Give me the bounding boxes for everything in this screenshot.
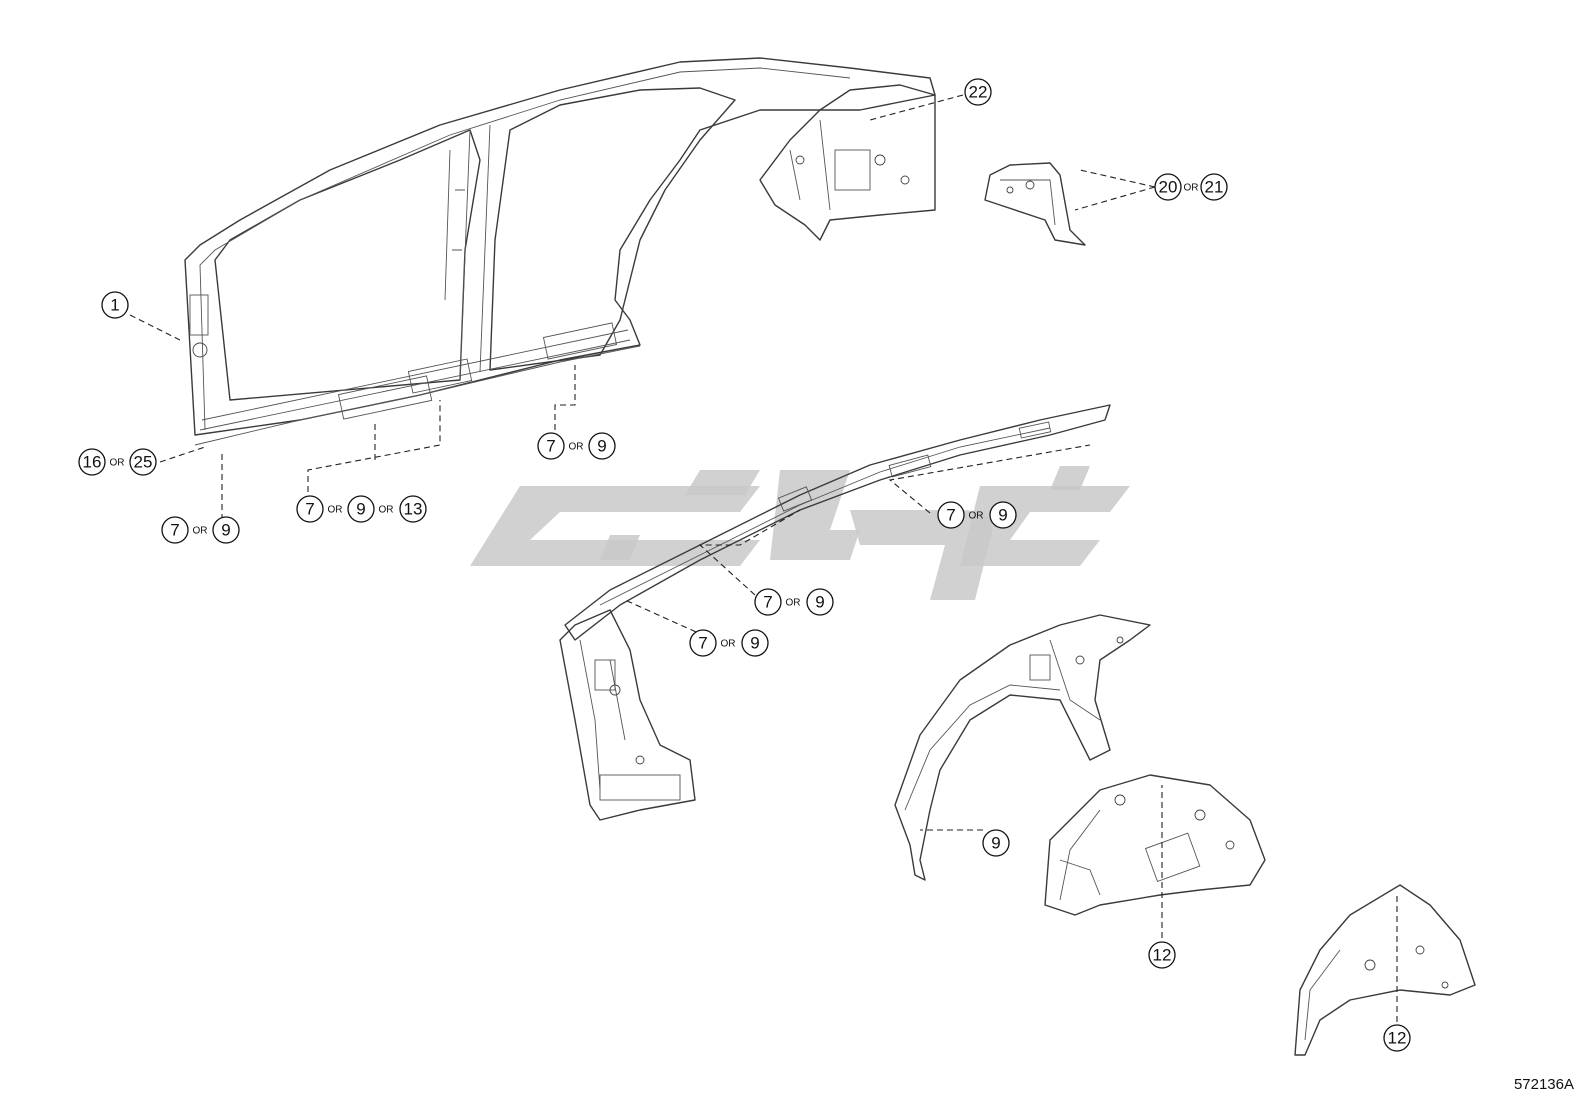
svg-text:22: 22 <box>969 83 988 102</box>
svg-text:9: 9 <box>991 834 1000 853</box>
svg-text:OR: OR <box>1184 183 1199 194</box>
svg-text:12: 12 <box>1153 946 1172 965</box>
svg-text:9: 9 <box>750 634 759 653</box>
callout-9: 9 <box>982 829 1010 857</box>
watermark-logo <box>470 466 1130 600</box>
svg-text:7: 7 <box>546 437 555 456</box>
svg-text:12: 12 <box>1388 1029 1407 1048</box>
svg-text:7: 7 <box>946 506 955 525</box>
svg-text:OR: OR <box>721 639 736 650</box>
svg-text:9: 9 <box>221 521 230 540</box>
callout-7-or-9-right-3: 7 OR 9 <box>689 629 769 657</box>
svg-text:9: 9 <box>356 500 365 519</box>
callout-16-or-25: 16 OR 25 <box>78 448 157 476</box>
callout-7-or-9-left: 7 OR 9 <box>161 516 240 544</box>
svg-text:OR: OR <box>110 458 125 469</box>
callout-7-or-9-right-1: 7 OR 9 <box>937 501 1017 529</box>
rear-wheelhouse-outer <box>894 614 1151 881</box>
callout-20-or-21: 20 OR 21 <box>1154 173 1228 201</box>
svg-text:OR: OR <box>569 442 584 453</box>
body-side-outer-panel <box>184 57 936 446</box>
front-pillar-inner <box>559 609 696 821</box>
svg-text:OR: OR <box>786 598 801 609</box>
svg-text:9: 9 <box>597 437 606 456</box>
svg-text:13: 13 <box>404 500 423 519</box>
svg-text:7: 7 <box>763 593 772 612</box>
svg-text:7: 7 <box>305 500 314 519</box>
svg-text:7: 7 <box>698 634 707 653</box>
wheelhouse-inner-extension <box>1294 884 1476 1056</box>
callout-7-or-9-or-13: 7 OR 9 OR 13 <box>296 495 427 523</box>
svg-text:OR: OR <box>969 511 984 522</box>
callout-7-or-9-right-2: 7 OR 9 <box>754 588 834 616</box>
svg-text:16: 16 <box>83 453 102 472</box>
quarter-inner-upper-panel <box>759 84 936 241</box>
drawing-number: 572136A <box>1513 1076 1574 1093</box>
svg-text:25: 25 <box>134 453 153 472</box>
svg-text:20: 20 <box>1159 178 1178 197</box>
callout-22: 22 <box>964 78 992 106</box>
rear-wheelhouse-inner <box>1044 774 1266 916</box>
roof-side-rail-reinforcement <box>564 404 1111 641</box>
svg-text:1: 1 <box>110 296 119 315</box>
callout-7-or-9-mid: 7 OR 9 <box>537 432 616 460</box>
leader-lines <box>129 94 1398 1022</box>
svg-text:OR: OR <box>193 526 208 537</box>
callout-1: 1 <box>101 291 129 319</box>
svg-text:OR: OR <box>328 505 343 516</box>
svg-text:OR: OR <box>379 505 394 516</box>
reinforcement-bracket <box>984 162 1086 246</box>
svg-text:7: 7 <box>170 521 179 540</box>
svg-text:9: 9 <box>815 593 824 612</box>
svg-text:21: 21 <box>1205 178 1224 197</box>
callout-12-lower: 12 <box>1383 1024 1411 1052</box>
svg-text:9: 9 <box>998 506 1007 525</box>
callout-12-upper: 12 <box>1148 941 1176 969</box>
